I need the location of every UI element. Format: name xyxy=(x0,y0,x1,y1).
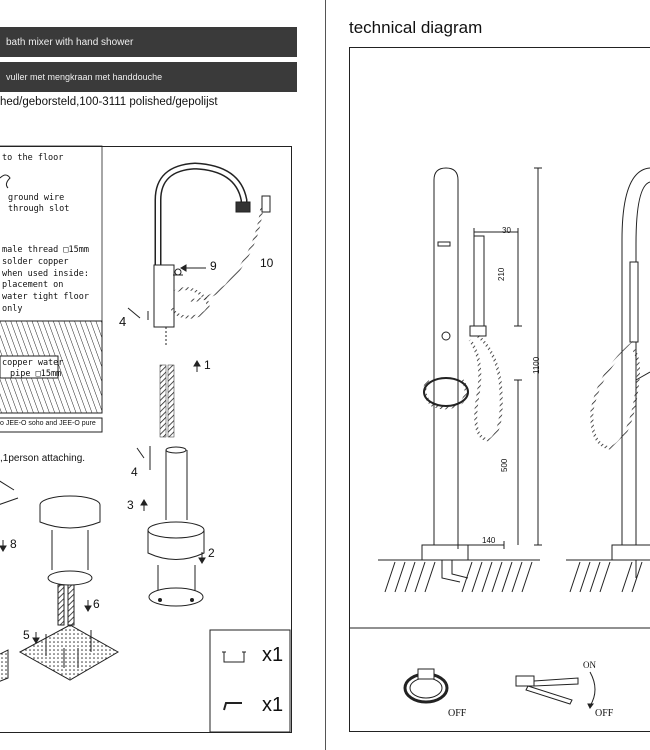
title-bar-dutch: vuller met mengkraan met handdouche xyxy=(0,62,297,92)
callout-4a: 4 xyxy=(119,314,127,329)
model-note: o JEE-O soho and JEE-O pure xyxy=(0,420,96,427)
callout-1: 1 xyxy=(204,358,211,372)
key-count: x1 xyxy=(262,644,284,666)
pipe-label-1: copper water xyxy=(2,358,64,368)
product-title-en: bath mixer with hand shower xyxy=(6,36,134,48)
wrench-count: x1 xyxy=(262,694,284,716)
pipe-label-2: pipe □15mm xyxy=(10,369,62,379)
supply-hoses xyxy=(159,364,175,438)
callout-10: 10 xyxy=(260,256,274,270)
tools-box xyxy=(209,629,291,733)
note-male-thread: male thread □15mm xyxy=(2,245,89,255)
callout-4b: 4 xyxy=(131,465,138,479)
callout-2: 2 xyxy=(208,546,215,560)
dim-lower-height: 500 xyxy=(500,458,509,472)
note-ground-wire: ground wire xyxy=(8,193,65,203)
person-note: ,1person attaching. xyxy=(0,453,86,464)
callout-8: 8 xyxy=(10,537,17,551)
model-note-box xyxy=(0,417,103,433)
technical-diagram-title: technical diagram xyxy=(349,18,483,37)
sku-line: hed/geborsteld,100-3111 polished/gepolij… xyxy=(0,96,218,108)
mixer-spout-drawing xyxy=(153,162,271,345)
on-label: ON xyxy=(583,660,596,670)
callout-5: 5 xyxy=(23,628,30,642)
note-watertight: water tight floor xyxy=(2,292,89,302)
installation-drawing xyxy=(0,145,291,733)
dim-height-shower: 210 xyxy=(497,267,506,281)
callout-9: 9 xyxy=(210,259,217,273)
column-drawing xyxy=(147,446,205,607)
allen-wrench-icon xyxy=(223,702,242,711)
dim-base-width: 140 xyxy=(482,536,496,545)
off-label-lever: OFF xyxy=(595,708,614,719)
dim-width-shower: 30 xyxy=(502,226,511,235)
note-slot: through slot xyxy=(8,204,70,214)
callout-3: 3 xyxy=(127,498,134,512)
installation-panel xyxy=(0,146,292,733)
callout-6: 6 xyxy=(93,597,100,611)
hex-key-icon xyxy=(222,651,246,663)
screws-drawing xyxy=(127,307,151,470)
page-divider xyxy=(325,0,326,750)
note-inside: when used inside: xyxy=(2,269,89,279)
technical-panel xyxy=(349,47,650,732)
base-assembly-drawing xyxy=(0,480,120,682)
product-title-nl: vuller met mengkraan met handdouche xyxy=(6,72,163,82)
ground-wire-icon xyxy=(0,174,11,189)
dim-total-height: 1100 xyxy=(532,356,541,374)
pipe-label-box xyxy=(0,355,59,379)
note-floor: to the floor xyxy=(2,153,64,163)
note-solder: solder copper xyxy=(2,257,69,267)
off-label-ring: OFF xyxy=(448,708,467,719)
note-only: only xyxy=(2,304,23,314)
callout-arrows xyxy=(0,264,206,644)
title-bar-english: bath mixer with hand shower xyxy=(0,27,297,57)
note-placement: placement on xyxy=(2,280,64,290)
